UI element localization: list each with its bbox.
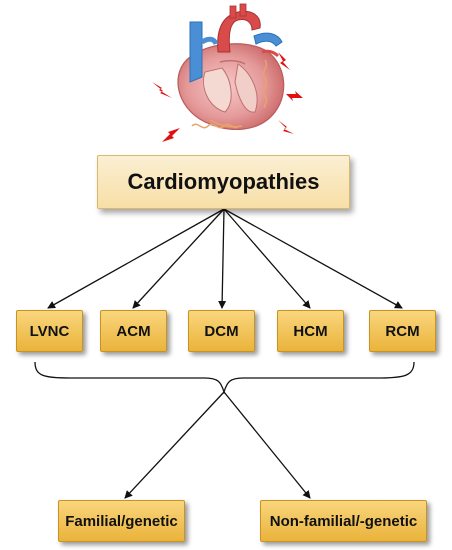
type-node-rcm: RCM (369, 310, 436, 352)
lightning-spark-icon (162, 128, 180, 142)
grouping-brace (34, 361, 415, 395)
lightning-spark-icon (278, 120, 294, 134)
lightning-spark-icon (286, 91, 303, 101)
type-node-label: DCM (204, 322, 239, 340)
category-node-label: Non-familial/-genetic (269, 512, 418, 530)
root-node-label: Cardiomyopathies (127, 169, 320, 194)
type-node-dcm: DCM (188, 310, 255, 352)
type-node-acm: ACM (100, 310, 167, 352)
type-node-lvnc: LVNC (16, 310, 83, 352)
type-node-label: LVNC (29, 322, 70, 340)
lightning-spark-icon (152, 82, 172, 98)
arrow-to-rcm (223, 208, 403, 309)
type-node-label: RCM (385, 322, 420, 340)
type-node-label: HCM (293, 322, 328, 340)
arrow-to-hcm (223, 208, 311, 309)
arrow-to-familial (124, 391, 225, 499)
lightning-spark-icon (278, 52, 290, 70)
root-node-box: Cardiomyopathies (97, 155, 350, 209)
type-node-label: ACM (116, 322, 151, 340)
category-node-familial: Familial/genetic (58, 500, 185, 542)
type-node-hcm: HCM (277, 310, 344, 352)
squiggle-line (262, 59, 268, 108)
arrow-to-dcm (218, 208, 227, 309)
arrow-to-lvnc (47, 208, 225, 309)
category-node-label: Familial/genetic (65, 512, 178, 530)
squiggle-line (191, 123, 239, 129)
heart-anatomy-icon (177, 3, 285, 131)
category-node-nonfamilial: Non-familial/-genetic (260, 500, 427, 542)
arrow-to-nonfamilial (223, 391, 311, 499)
arrow-to-acm (132, 208, 225, 309)
